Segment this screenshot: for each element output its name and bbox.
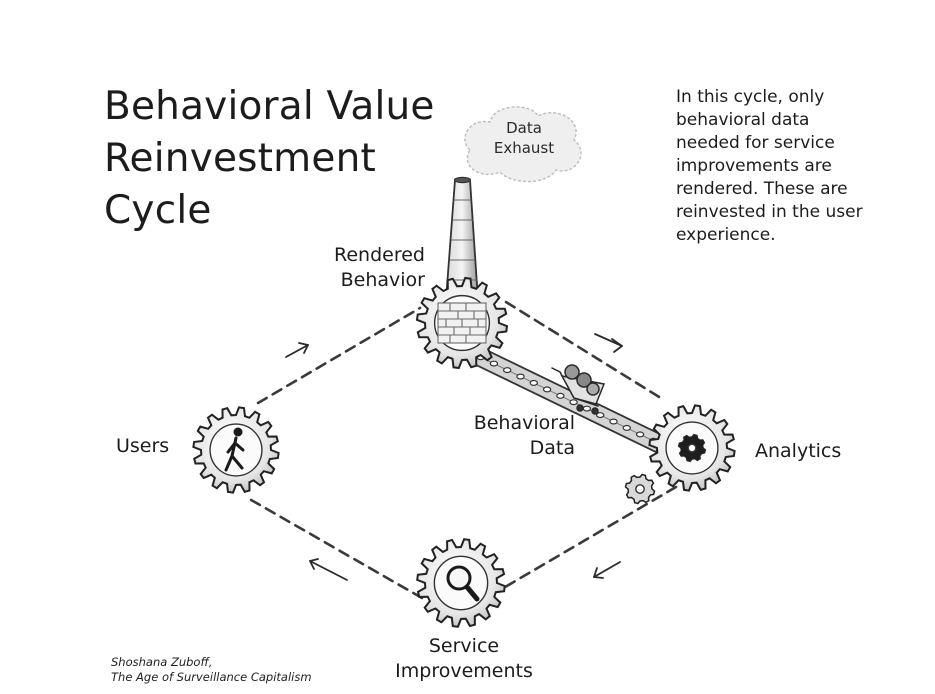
page-title-line-3: Cycle — [104, 188, 212, 233]
cycle-description: In this cycle, only behavioral data need… — [676, 87, 863, 245]
belt-roller — [489, 360, 499, 367]
data-exhaust-label: Data Exhaust — [484, 118, 564, 158]
cycle-edges — [244, 300, 678, 600]
belt-roller — [516, 373, 525, 380]
data-exhaust-label-line-1: Data — [506, 119, 542, 137]
magnifying-glass-icon — [446, 565, 480, 602]
brick-wall-icon — [437, 302, 487, 344]
walking-person-icon — [224, 427, 245, 472]
edge-users-to-rendered — [256, 306, 422, 405]
belt-roller — [569, 399, 578, 406]
arrow-down-left-icon — [593, 561, 621, 579]
page-title-line-1: Behavioral Value — [104, 84, 435, 129]
rendered-behavior-label: Rendered Behavior — [331, 243, 425, 293]
analytics-label: Analytics — [755, 440, 842, 462]
gear-hub — [687, 443, 697, 453]
belt-roller — [582, 405, 592, 412]
rendered-behavior-label-line-2: Behavior — [340, 269, 425, 291]
credit-work: The Age of Surveillance Capitalism — [111, 670, 312, 684]
behavioral-data-label: Behavioral Data — [470, 411, 575, 461]
arrow-up-left-icon — [309, 558, 348, 581]
shopping-cart-icon — [551, 364, 606, 415]
belt-roller — [635, 431, 645, 438]
belt-roller — [529, 379, 539, 386]
service-improvements-label: Service Improvements — [393, 634, 535, 684]
small-gear-icon — [624, 473, 656, 505]
belt-roller — [542, 386, 552, 393]
direction-arrows — [285, 333, 623, 581]
belt-roller — [556, 392, 565, 399]
arrow-up-right-icon — [285, 342, 309, 358]
gear-hub — [635, 484, 645, 494]
source-credit: Shoshana Zuboff, The Age of Surveillance… — [111, 655, 312, 685]
gear-icon — [677, 433, 707, 463]
behavioral-data-label-line-1: Behavioral — [473, 412, 575, 434]
belt-roller — [609, 418, 618, 425]
edge-analytics-to-service — [498, 485, 678, 592]
arrow-down-right-icon — [594, 333, 623, 353]
smokestack-icon — [445, 106, 582, 301]
users-gear — [192, 406, 280, 494]
data-exhaust-label-line-2: Exhaust — [493, 139, 555, 157]
rendered-behavior-label-line-1: Rendered — [334, 244, 425, 266]
belt-roller — [596, 412, 605, 419]
belt-roller — [503, 367, 512, 374]
credit-author: Shoshana Zuboff, — [111, 655, 213, 669]
gear-hub — [209, 423, 263, 477]
edge-rendered-to-analytics — [504, 300, 666, 402]
behavioral-data-label-line-2: Data — [529, 437, 575, 459]
users-label: Users — [116, 435, 170, 457]
service-improvements-label-line-1: Service — [428, 635, 500, 657]
edge-service-to-users — [244, 495, 424, 600]
belt-roller — [622, 424, 632, 431]
cloud-icon — [464, 106, 582, 183]
page-title-line-2: Reinvestment — [104, 136, 376, 181]
service-improvements-label-line-2: Improvements — [395, 660, 533, 682]
